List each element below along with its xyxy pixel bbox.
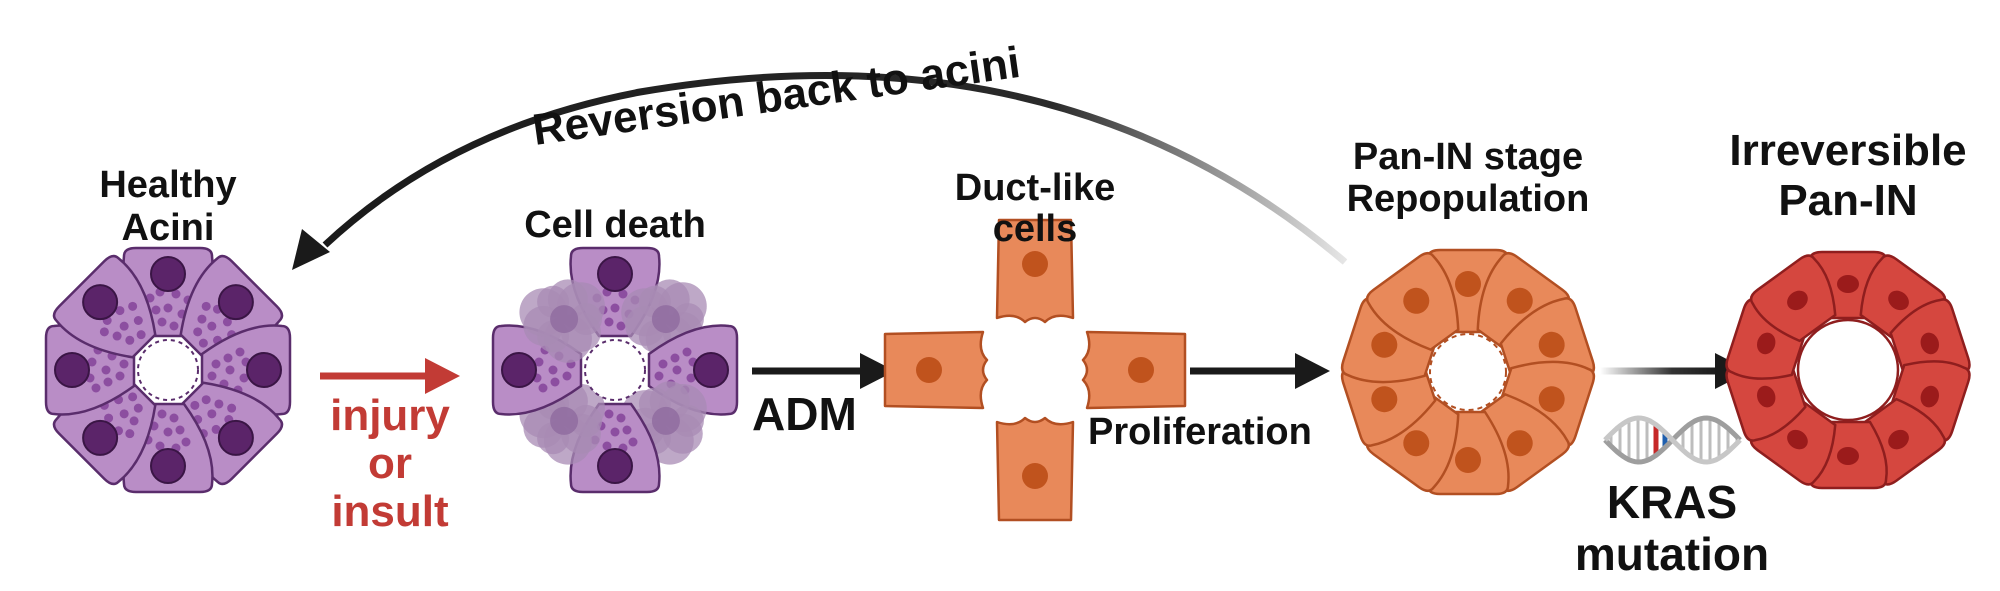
healthy-title-line1: Healthy bbox=[99, 164, 236, 206]
acinar-cell bbox=[52, 254, 157, 359]
panin-stage-title-line1: Pan-IN stage bbox=[1353, 136, 1583, 178]
duct-like-cells-cluster bbox=[883, 218, 1187, 522]
adm-label: ADM bbox=[752, 388, 857, 440]
injury-label-line1: injury bbox=[330, 391, 450, 440]
kras-label-line2: mutation bbox=[1575, 528, 1769, 580]
duct-like-cell bbox=[883, 330, 989, 410]
panin-cell bbox=[1749, 254, 1837, 343]
reversion-arrow bbox=[292, 72, 1348, 270]
acinar-cell bbox=[200, 324, 292, 416]
duct-title-line2: cells bbox=[993, 208, 1078, 250]
panin-stage-cell bbox=[1365, 251, 1460, 352]
panin-stage-lumen bbox=[1429, 333, 1507, 411]
proliferation-arrow bbox=[1190, 353, 1330, 389]
adm-arrow bbox=[752, 353, 895, 389]
panin-stage-cell bbox=[1340, 360, 1437, 447]
panin-stage-cluster bbox=[1340, 248, 1596, 496]
kras-label-line1: KRAS bbox=[1607, 476, 1737, 528]
dna-helix-icon bbox=[1603, 415, 1742, 465]
healthy-title-line2: Acini bbox=[122, 207, 215, 249]
duct-title-line1: Duct-like bbox=[955, 167, 1115, 209]
healthy-acini-cluster bbox=[44, 246, 292, 494]
injury-arrow bbox=[320, 358, 460, 394]
reversion-label: Reversion back to acini bbox=[530, 38, 1024, 155]
acinar-lumen bbox=[584, 339, 646, 401]
duct-like-cell bbox=[995, 416, 1075, 522]
irreversible-title-line2: Pan-IN bbox=[1778, 176, 1917, 225]
injury-label-line2: or bbox=[368, 439, 412, 488]
duct-like-cell bbox=[1081, 330, 1187, 410]
debris-fragment bbox=[519, 279, 605, 363]
cell-death-title: Cell death bbox=[524, 204, 706, 246]
panin-lumen bbox=[1796, 318, 1900, 422]
panin-cell bbox=[1889, 298, 1971, 380]
duct-like-cell bbox=[995, 218, 1075, 324]
proliferation-label: Proliferation bbox=[1088, 411, 1312, 453]
panin-stage-cell bbox=[1499, 297, 1596, 384]
acinar-lumen bbox=[137, 339, 199, 401]
injury-label-line3: insult bbox=[331, 487, 449, 536]
panin-stage-title-line2: Repopulation bbox=[1347, 178, 1590, 220]
irreversible-panin-cluster bbox=[1725, 250, 1971, 490]
irreversible-title-line1: Irreversible bbox=[1729, 126, 1966, 175]
cell-death-cluster bbox=[491, 246, 739, 494]
